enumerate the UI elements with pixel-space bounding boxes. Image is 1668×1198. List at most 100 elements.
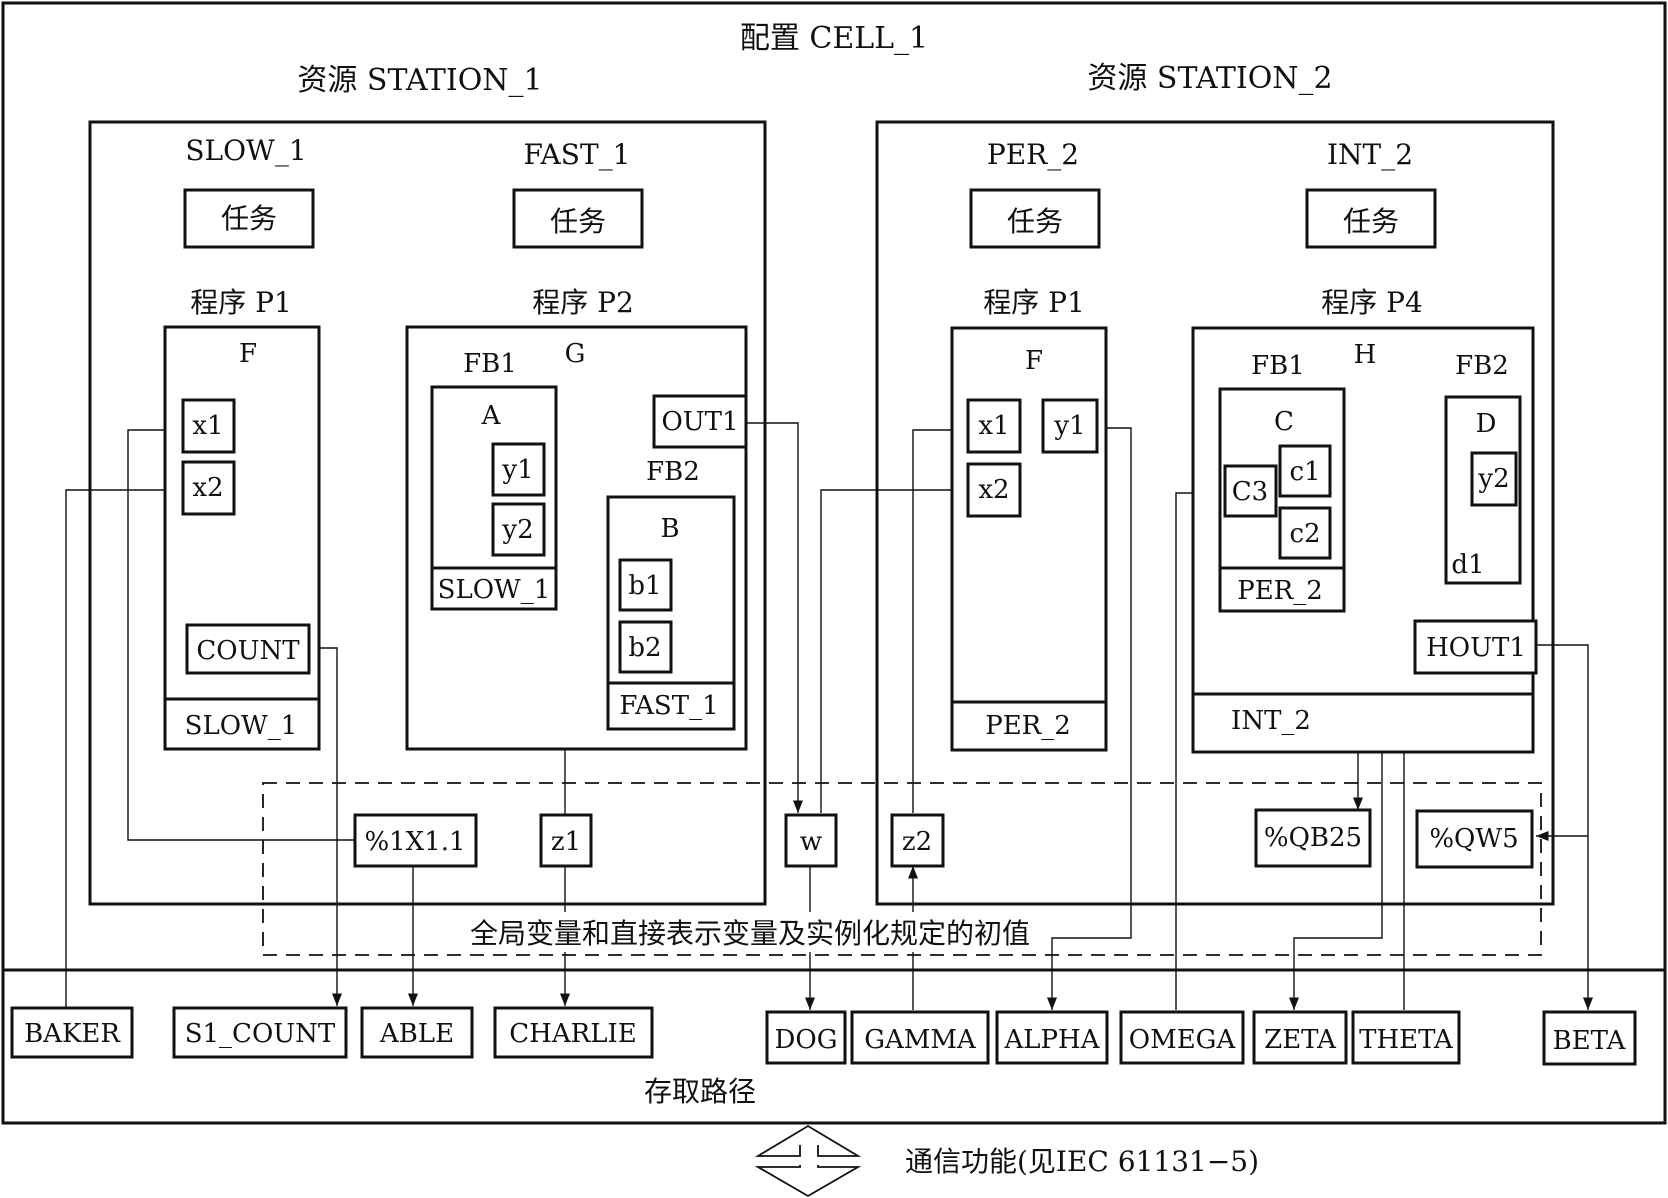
access-baker-label: BAKER: [24, 1019, 121, 1049]
resource-station1-label: 资源 STATION_1: [297, 63, 542, 98]
task-per2-box: [969, 188, 1101, 249]
global-qw5-label: %QW5: [1429, 824, 1518, 854]
out1-port: [652, 394, 748, 449]
var-count-label: COUNT: [196, 636, 300, 666]
global-ix11-label: %1X1.1: [364, 827, 465, 857]
access-alpha: [995, 1010, 1109, 1065]
program-p1b-task: PER_2: [985, 711, 1071, 741]
var-x2-s2: [966, 462, 1022, 518]
fb-a-y1-label: y1: [501, 455, 533, 485]
fb-b-block: [606, 495, 736, 731]
fb-c-c2: [1278, 506, 1332, 560]
var-y1-s2: [1041, 398, 1099, 454]
access-beta: [1542, 1010, 1637, 1066]
task-fast1-box: [512, 188, 644, 249]
fb-a-y2: [491, 502, 546, 557]
task-int2-name: INT_2: [1327, 138, 1413, 171]
access-s1-count: [172, 1006, 348, 1059]
access-dog: [765, 1010, 847, 1065]
access-gamma-label: GAMMA: [864, 1025, 977, 1055]
fb-a-y1: [491, 442, 546, 497]
program-p1b-block: [950, 326, 1108, 752]
program-p4-task: INT_2: [1231, 706, 1311, 736]
access-zeta: [1252, 1010, 1348, 1065]
fb-b-b1: [618, 558, 673, 612]
access-charlie-label: CHARLIE: [509, 1019, 636, 1049]
fb-c-task: PER_2: [1237, 576, 1323, 606]
global-z1: [539, 813, 593, 868]
fb2-d-instance-label: FB2: [1455, 351, 1509, 381]
communication-double-arrow-icon: [754, 1124, 862, 1198]
global-w-label: w: [800, 827, 822, 857]
global-variables-region: [262, 782, 1542, 956]
access-zeta-label: ZETA: [1264, 1025, 1337, 1055]
resource-station2-frame: [875, 120, 1555, 906]
var-x1-s2-label: x1: [978, 411, 1009, 441]
task-int2-label: 任务: [1343, 205, 1399, 238]
resource-station1-frame: [88, 120, 767, 906]
hout1-label: HOUT1: [1426, 633, 1526, 663]
access-able: [360, 1006, 474, 1059]
var-x1-s2: [966, 398, 1022, 454]
fb-c-c2-label: c2: [1289, 519, 1320, 549]
task-slow1-label: 任务: [221, 202, 277, 235]
task-slow1-box: [183, 188, 315, 249]
global-z1-label: z1: [551, 827, 581, 857]
task-per2-name: PER_2: [987, 138, 1079, 171]
resource-station2-label: 资源 STATION_2: [1087, 61, 1332, 96]
fb-c-type: C: [1274, 407, 1294, 437]
global-ix11: [353, 813, 478, 868]
fb-d-y2-label: y2: [1477, 464, 1509, 494]
fb-d-d1-label: d1: [1451, 550, 1484, 580]
access-dog-label: DOG: [775, 1025, 838, 1055]
configuration-title: 配置 CELL_1: [740, 21, 928, 56]
global-qb25: [1254, 808, 1372, 868]
fb-a-block: [430, 385, 558, 611]
fb-a-y2-label: y2: [501, 515, 533, 545]
fb-c-c1: [1278, 444, 1332, 498]
fb-a-type: A: [481, 401, 502, 431]
hout1-port: [1413, 619, 1538, 675]
global-z2-label: z2: [902, 827, 932, 857]
fb-f2-name: F: [1025, 346, 1043, 376]
fb-g-name: G: [565, 339, 586, 369]
access-theta: [1351, 1010, 1461, 1065]
program-p1-task: SLOW_1: [185, 711, 298, 741]
fb-c-block: [1218, 387, 1346, 613]
global-variables-caption: 全局变量和直接表示变量及实例化规定的初值: [470, 917, 1030, 950]
global-w: [784, 813, 838, 868]
fb-f-name: F: [239, 339, 257, 369]
fb-b-b2: [618, 620, 673, 674]
fb1-a-instance-label: FB1: [463, 349, 517, 379]
global-z2: [890, 813, 945, 868]
var-y1-s2-label: y1: [1053, 411, 1085, 441]
access-baker: [10, 1006, 134, 1059]
configuration-frame: [1, 1, 1667, 1125]
fb-c-c1-label: c1: [1289, 457, 1320, 487]
access-theta-label: THETA: [1359, 1025, 1454, 1055]
access-omega-label: OMEGA: [1129, 1025, 1237, 1055]
task-fast1-name: FAST_1: [524, 138, 631, 171]
fb-d-type: D: [1476, 409, 1497, 439]
var-x1-label: x1: [192, 411, 223, 441]
program-p1-label: 程序 P1: [190, 286, 292, 319]
fb1-c-instance-label: FB1: [1251, 351, 1305, 381]
fb-b-b1-label: b1: [628, 571, 661, 601]
var-x2-s2-label: x2: [978, 475, 1009, 505]
fb-b-b2-label: b2: [628, 633, 661, 663]
communication-label: 通信功能(见IEC 61131−5): [905, 1145, 1259, 1178]
fb-a-task: SLOW_1: [438, 575, 551, 605]
task-per2-label: 任务: [1007, 205, 1063, 238]
fb-h-name: H: [1354, 340, 1377, 370]
fb-b-task: FAST_1: [619, 691, 718, 721]
var-x1: [181, 398, 236, 454]
access-able-label: ABLE: [379, 1019, 454, 1049]
fb-d-y2: [1470, 451, 1518, 507]
task-int2-box: [1305, 188, 1437, 249]
program-p1b-label: 程序 P1: [983, 286, 1085, 319]
fb-c-c3: [1223, 464, 1278, 518]
var-x2-label: x2: [192, 473, 223, 503]
access-omega: [1119, 1010, 1245, 1065]
fb-b-type: B: [660, 514, 679, 544]
